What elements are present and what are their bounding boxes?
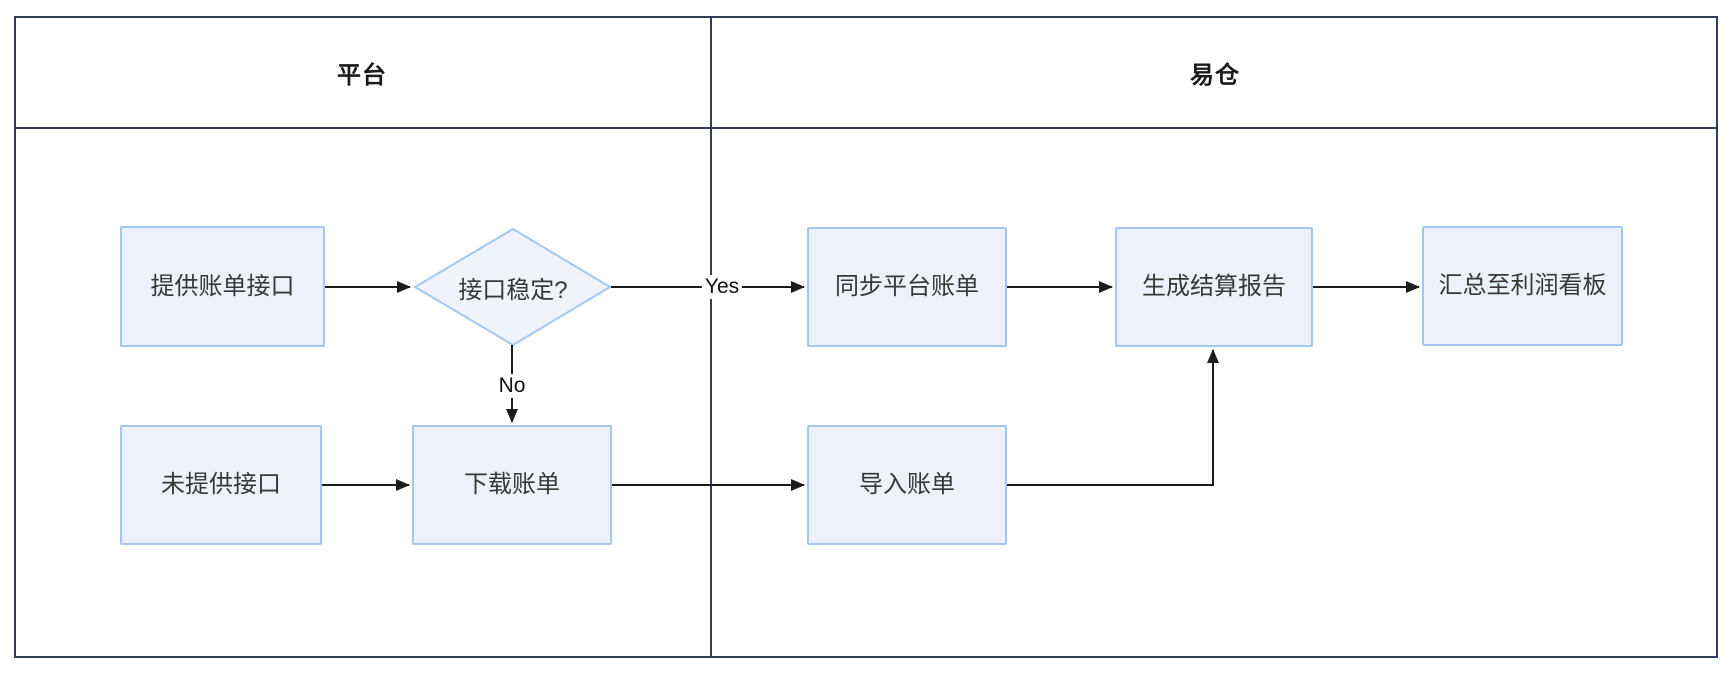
node-summarize-profit-dashboard: 汇总至利润看板	[1422, 226, 1623, 346]
node-import-bills: 导入账单	[807, 425, 1007, 545]
lane-divider-line	[710, 16, 712, 658]
node-api-stable-decision-label: 接口稳定?	[458, 276, 568, 304]
header-separator-line	[14, 127, 1718, 129]
lane-header-platform: 平台	[14, 16, 710, 128]
swimlane-frame	[14, 16, 1718, 658]
node-generate-settlement-report: 生成结算报告	[1115, 227, 1313, 347]
node-no-api-provided-label: 未提供接口	[161, 471, 281, 498]
node-import-bills-label: 导入账单	[859, 471, 955, 498]
edge-import-to-report	[1007, 349, 1219, 486]
node-sync-platform-bills-label: 同步平台账单	[835, 273, 979, 300]
node-api-stable-decision: 接口稳定?	[415, 228, 611, 346]
node-download-bills: 下载账单	[412, 425, 612, 545]
node-no-api-provided: 未提供接口	[120, 425, 322, 545]
node-sync-platform-bills: 同步平台账单	[807, 227, 1007, 347]
edge-label-no: No	[495, 374, 529, 398]
node-generate-settlement-report-label: 生成结算报告	[1142, 273, 1286, 300]
node-provide-billing-api: 提供账单接口	[120, 226, 325, 347]
node-download-bills-label: 下载账单	[464, 471, 560, 498]
lane-header-platform-label: 平台	[337, 61, 387, 89]
node-summarize-profit-dashboard-label: 汇总至利润看板	[1438, 272, 1607, 299]
lane-header-yicang-label: 易仓	[1190, 61, 1240, 89]
lane-header-yicang: 易仓	[712, 16, 1718, 128]
node-provide-billing-api-label: 提供账单接口	[150, 272, 295, 300]
edge-label-yes: Yes	[701, 275, 743, 299]
